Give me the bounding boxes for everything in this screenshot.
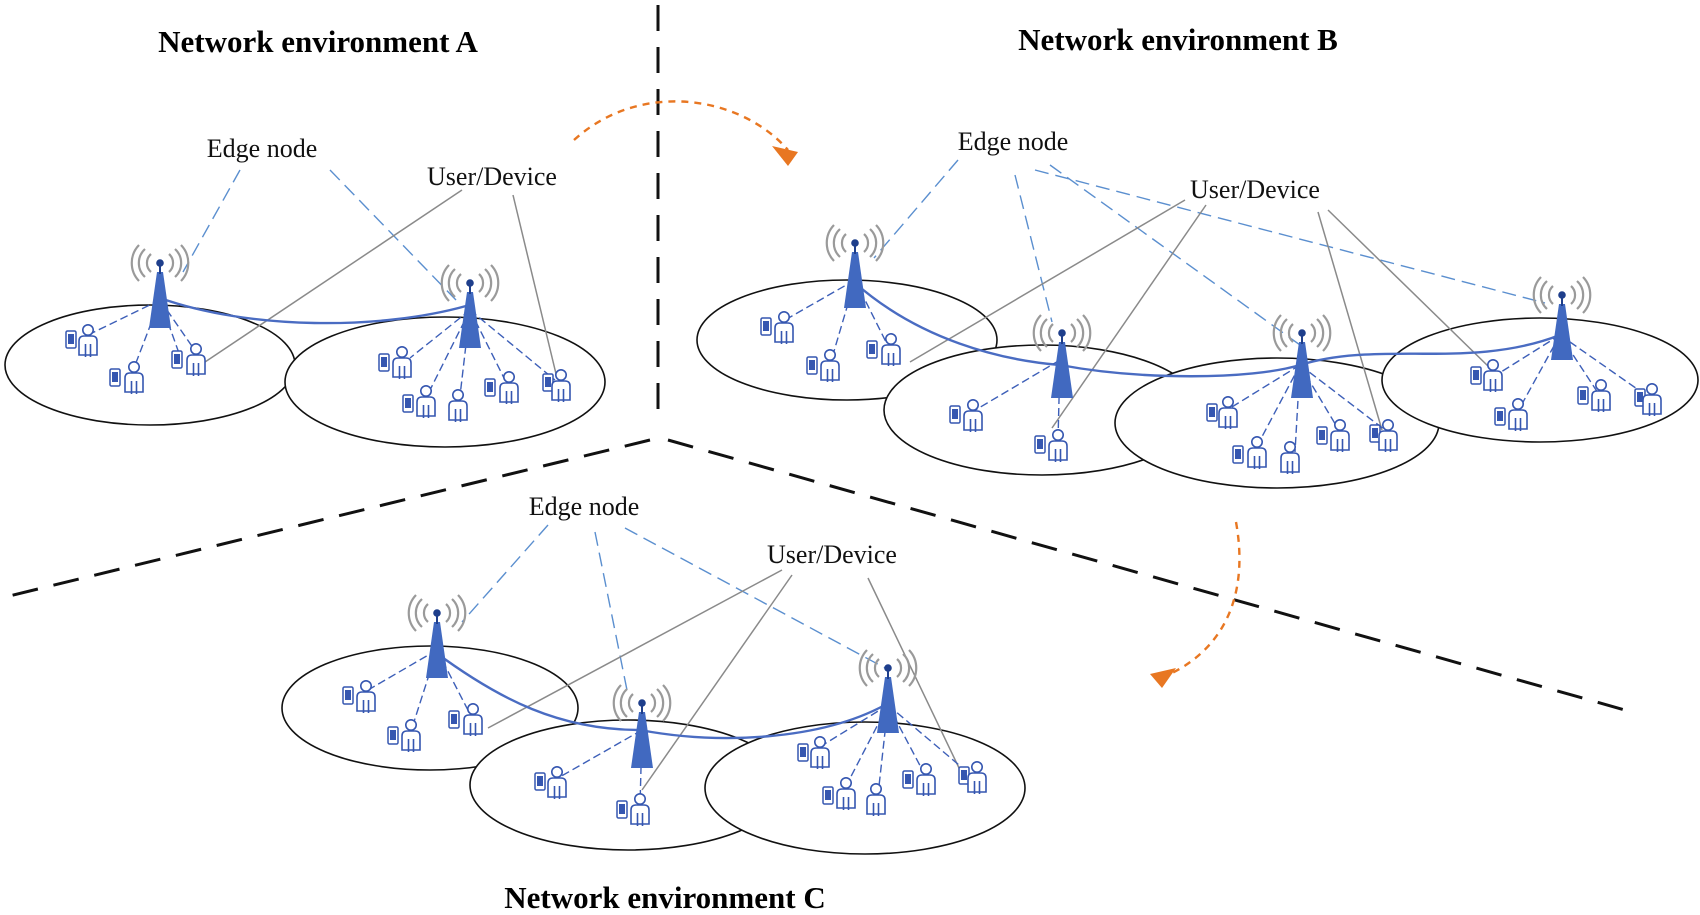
base-station-tower-icon (858, 648, 918, 735)
smartphone-icon (1577, 386, 1589, 405)
smartphone-icon (387, 726, 399, 745)
coverage-cell (1381, 317, 1699, 443)
smartphone-icon (534, 772, 546, 791)
smartphone-icon (1316, 426, 1328, 445)
smartphone-icon (1206, 403, 1218, 422)
smartphone-icon (949, 405, 961, 424)
coverage-cell (281, 645, 579, 771)
panel-network-environment-b: Network environment B Edge node User/Dev… (696, 22, 1699, 489)
divider-left (4, 438, 651, 599)
edge-node-label-b: Edge node (958, 127, 1068, 156)
smartphone-icon (171, 350, 183, 369)
smartphone-icon (109, 368, 121, 387)
coverage-cell (704, 721, 1026, 855)
panel-title-b: Network environment B (1018, 22, 1338, 57)
smartphone-icon (1034, 435, 1046, 454)
smartphone-icon (902, 770, 914, 789)
panel-title-a: Network environment A (158, 24, 478, 59)
panel-title-c: Network environment C (504, 880, 825, 915)
smartphone-icon (616, 800, 628, 819)
smartphone-icon (342, 686, 354, 705)
smartphone-icon (1232, 445, 1244, 464)
smartphone-icon (797, 743, 809, 762)
smartphone-icon (822, 786, 834, 805)
panel-network-environment-c: Network environment C Edge node User/Dev… (281, 492, 1026, 915)
smartphone-icon (760, 317, 772, 336)
smartphone-icon (378, 353, 390, 372)
coverage-cell (284, 316, 606, 448)
transition-arrow-b-to-c (1150, 521, 1241, 688)
user-device-label-a: User/Device (427, 162, 557, 191)
user-device-label-c: User/Device (767, 540, 897, 569)
smartphone-icon (448, 710, 460, 729)
smartphone-icon (65, 330, 77, 349)
section-dividers (4, 5, 1633, 714)
smartphone-icon (806, 356, 818, 375)
smartphone-icon (866, 340, 878, 359)
transition-arrow-a-to-b (573, 100, 798, 166)
smartphone-icon (484, 378, 496, 397)
smartphone-icon (402, 394, 414, 413)
edge-node-label-a: Edge node (207, 134, 317, 163)
smartphone-icon (1494, 407, 1506, 426)
smartphone-icon (1470, 366, 1482, 385)
edge-node-label-c: Edge node (529, 492, 639, 521)
user-device-label-b: User/Device (1190, 175, 1320, 204)
divider-right (667, 438, 1633, 714)
panel-network-environment-a: Network environment A Edge node User/Dev… (4, 24, 606, 448)
